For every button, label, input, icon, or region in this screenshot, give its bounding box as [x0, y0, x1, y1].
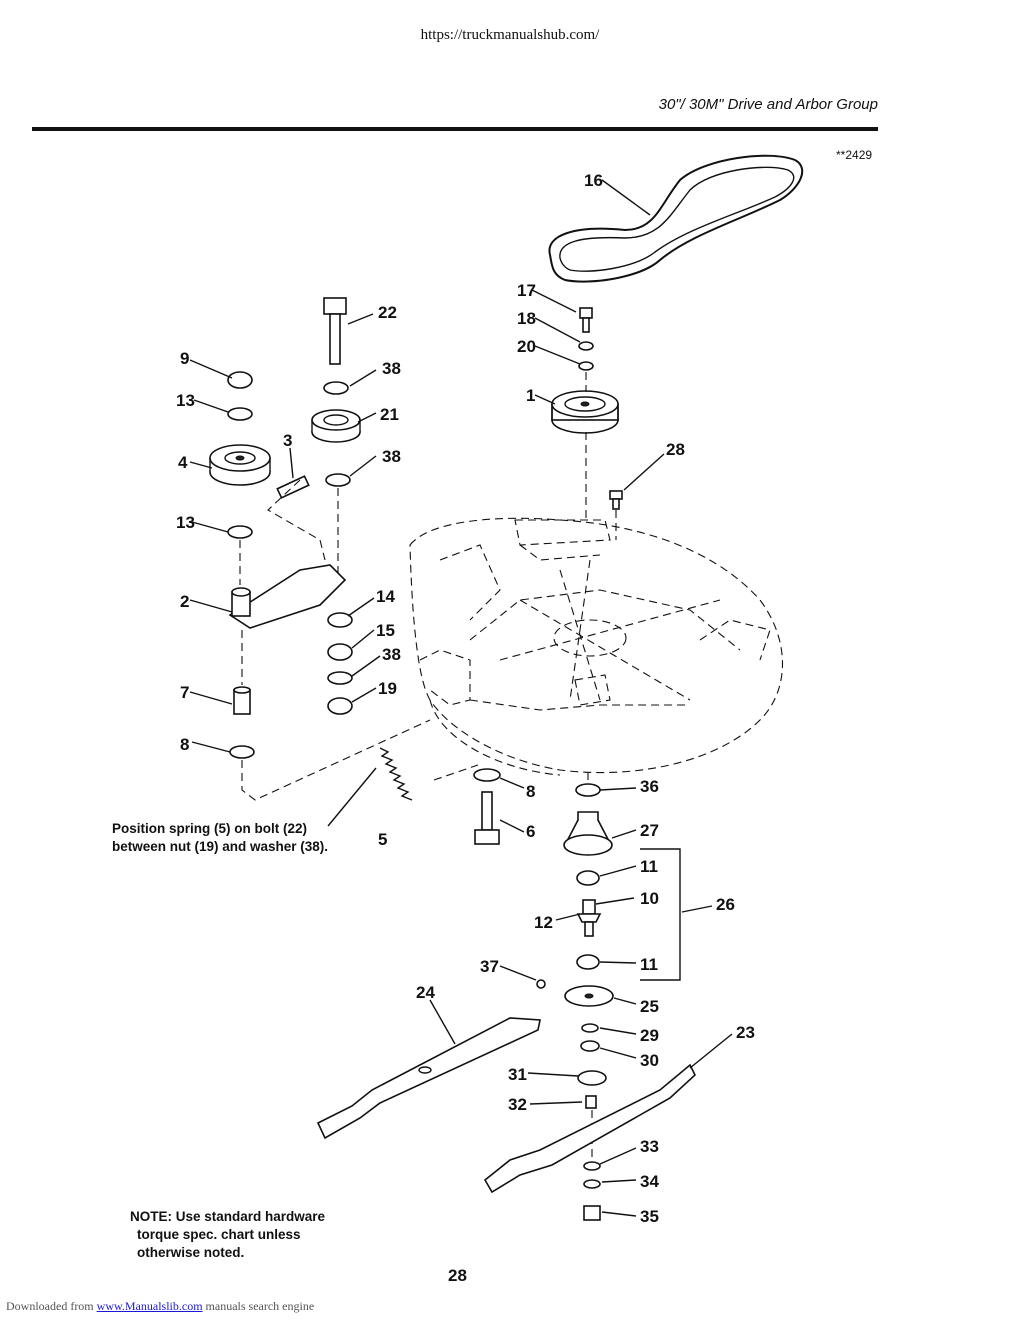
callout-37: 37 [480, 957, 499, 976]
callout-10: 10 [640, 889, 659, 908]
subassembly-bracket [640, 848, 681, 981]
callout-11-lower: 11 [640, 955, 658, 974]
callout-29: 29 [640, 1026, 659, 1045]
callout-34: 34 [640, 1172, 659, 1191]
callout-9: 9 [180, 349, 189, 368]
callout-14: 14 [376, 587, 395, 606]
callout-35: 35 [640, 1207, 659, 1226]
callout-23: 23 [736, 1023, 755, 1042]
spring-note-line-1: Position spring (5) on bolt (22) [112, 821, 307, 836]
idler-arm-assembly [209, 371, 431, 801]
callout-12: 12 [534, 913, 553, 932]
callout-30: 30 [640, 1051, 659, 1070]
spring-note-line-2: between nut (19) and washer (38). [112, 839, 329, 854]
callout-16: 16 [584, 171, 603, 190]
callout-20: 20 [517, 337, 536, 356]
hardware-note: NOTE: Use standard hardware torque spec.… [130, 1208, 325, 1262]
callout-13-upper: 13 [176, 391, 195, 410]
footer-suffix: manuals search engine [202, 1299, 315, 1313]
figure-code: **2429 [836, 148, 873, 162]
callout-25: 25 [640, 997, 659, 1016]
hardware-note-line-2: torque spec. chart unless [137, 1227, 301, 1242]
callout-labels: 16 17 18 20 1 28 22 38 21 38 9 13 3 4 13… [176, 171, 755, 1226]
callout-32: 32 [508, 1095, 527, 1114]
callout-6: 6 [526, 822, 535, 841]
callout-28: 28 [666, 440, 685, 459]
callout-24: 24 [416, 983, 435, 1002]
deck-mount-bolt [473, 768, 501, 845]
callout-38-lower: 38 [382, 645, 401, 664]
callout-38-upper: 38 [382, 359, 401, 378]
blade-right [483, 1063, 696, 1194]
callout-1: 1 [526, 386, 535, 405]
callout-8-right: 8 [526, 782, 535, 801]
callout-38-mid: 38 [382, 447, 401, 466]
footer-prefix: Downloaded from [6, 1299, 94, 1313]
manualslib-link[interactable]: www.Manualslib.com [96, 1299, 203, 1313]
pulley-bolt-stack [578, 307, 594, 520]
callout-27: 27 [640, 821, 659, 840]
page-number: 28 [448, 1266, 467, 1285]
callout-15: 15 [376, 621, 395, 640]
hardware-note-line-3: otherwise noted. [137, 1245, 245, 1260]
page-title: 30"/ 30M" Drive and Arbor Group [658, 96, 878, 113]
mower-deck [409, 517, 784, 776]
drive-belt [548, 154, 804, 283]
callout-36: 36 [640, 777, 659, 796]
download-footer: Downloaded from www.Manualslib.com manua… [6, 1299, 314, 1314]
callout-31: 31 [508, 1065, 527, 1084]
callout-33: 33 [640, 1137, 659, 1156]
spring [379, 747, 479, 801]
callout-5: 5 [378, 830, 387, 849]
callout-21: 21 [380, 405, 399, 424]
callout-13-lower: 13 [176, 513, 195, 532]
spindle-assembly [536, 772, 614, 1221]
header-rule [32, 127, 878, 131]
idler-assembly [311, 297, 361, 715]
callout-26: 26 [716, 895, 735, 914]
deck-bolt [609, 490, 623, 540]
blade-left [316, 1017, 541, 1140]
callout-8-left: 8 [180, 735, 189, 754]
callout-2: 2 [180, 592, 189, 611]
callout-19: 19 [378, 679, 397, 698]
leader-lines [189, 179, 733, 1217]
callout-7: 7 [180, 683, 189, 702]
callout-22: 22 [378, 303, 397, 322]
hardware-note-line-1: NOTE: Use standard hardware [130, 1209, 326, 1224]
callout-11-upper: 11 [640, 857, 658, 876]
callout-4: 4 [178, 453, 188, 472]
callout-3: 3 [283, 431, 292, 450]
callout-17: 17 [517, 281, 536, 300]
callout-18: 18 [517, 309, 536, 328]
source-url[interactable]: https://truckmanualshub.com/ [420, 27, 600, 43]
spring-note: Position spring (5) on bolt (22) between… [112, 820, 328, 856]
center-pulley [551, 390, 619, 434]
